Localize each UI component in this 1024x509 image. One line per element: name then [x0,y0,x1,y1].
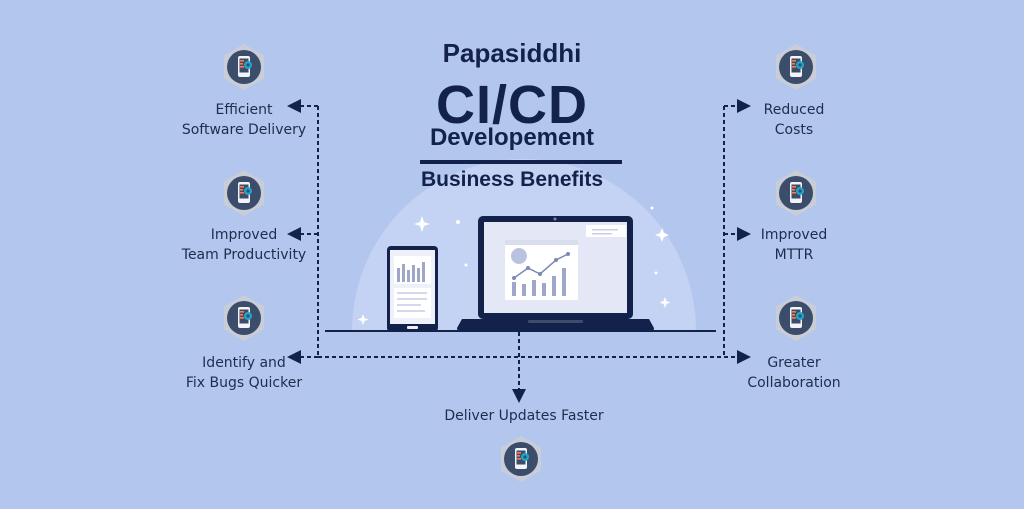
bottom-connector [318,332,724,403]
benefit-efficient-delivery: Efficient Software Delivery [164,100,324,140]
benefit-label-line1: Efficient [215,102,273,118]
benefit-deliver-updates: Deliver Updates Faster [444,408,604,424]
benefit-label-line1: Identify and [202,355,286,371]
benefit-label-line2: Team Productivity [181,247,307,263]
title-company: Papasiddhi [442,38,582,68]
benefit-reduced-costs: Reduced Costs [734,100,854,140]
title-divider [420,160,622,164]
benefit-improved-mttr: Improved MTTR [734,225,854,265]
right-connector [723,99,751,364]
benefit-label-line2: Costs [774,122,814,138]
left-connector [287,99,319,364]
benefit-label-line2: Software Delivery [181,122,307,138]
phone-illustration [387,246,438,332]
benefit-label-line1: Greater [767,355,821,371]
title-main: CI/CD [436,75,588,135]
mobile-gear-icon [224,295,264,341]
benefit-greater-collaboration: Greater Collaboration [734,353,854,393]
benefit-label-line2: Fix Bugs Quicker [185,375,303,391]
mobile-gear-icon [776,295,816,341]
title-subtitle: Developement [429,124,595,151]
title-section: Business Benefits [420,168,604,191]
mobile-gear-icon [501,436,541,482]
benefit-label-line1: Improved [210,227,278,243]
benefit-label-line2: MTTR [774,247,814,263]
sparkles [357,206,671,325]
benefit-label-line2: Collaboration [747,375,841,391]
laptop-illustration [457,216,654,332]
benefit-label-line1: Improved [760,227,828,243]
benefit-fix-bugs: Identify and Fix Bugs Quicker [164,353,324,393]
benefit-label-line1: Reduced [763,102,825,118]
benefit-team-productivity: Improved Team Productivity [164,225,324,265]
